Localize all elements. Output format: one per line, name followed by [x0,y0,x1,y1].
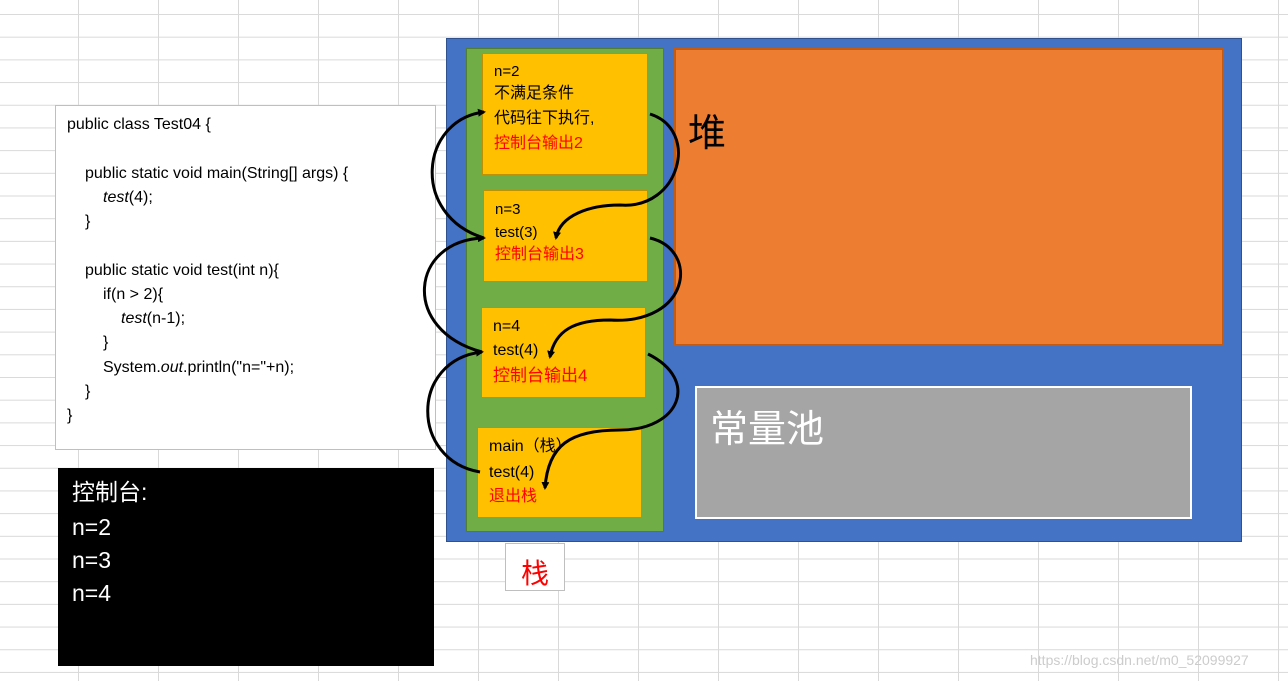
call-arrow [426,348,484,474]
constant-pool-area [695,386,1192,519]
stack-label-box: 栈 [505,543,565,591]
stack-frame-n3: n=3 test(3) 控制台输出3 [483,190,648,282]
call-arrow [430,108,486,240]
heap-area [674,48,1224,346]
code-method-name: test [103,189,129,206]
frame-call: test(4) [493,342,539,359]
frame-var: main（栈） [489,438,572,455]
code-line: public static void main(String[] args) { [85,165,349,182]
return-arrow [547,236,683,359]
frame-call: test(4) [489,464,535,481]
code-line: test(n-1); [121,309,185,329]
console-panel: 控制台: n=2 n=3 n=4 [58,468,434,666]
code-line: } [67,407,73,424]
constant-pool-label: 常量池 [710,409,825,451]
frame-var: n=3 [495,201,521,218]
code-line: } [103,334,109,351]
call-arrow [423,234,486,354]
frame-var: n=2 [494,63,520,80]
stack-frame-main: main（栈） test(4) 退出栈 [477,427,642,518]
code-fragment: (4); [128,189,153,206]
code-line: } [85,213,91,230]
code-line: if(n > 2){ [103,286,164,303]
code-field-name: out [160,359,184,376]
return-arrow [553,112,680,240]
console-output-line: n=2 [72,514,112,540]
code-method-name: test [121,310,147,327]
frame-output: 控制台输出2 [494,135,583,152]
stack-frame-n2: n=2 不满足条件 代码往下执行, 控制台输出2 [482,53,648,175]
heap-label: 堆 [688,113,727,155]
console-output-line: n=3 [72,547,112,573]
console-title: 控制台: [72,479,148,505]
code-line: public class Test04 { [67,116,211,133]
console-output-line: n=4 [72,580,112,606]
frame-output: 控制台输出4 [493,366,588,385]
code-line: test(4); [103,188,153,208]
watermark-text: https://blog.csdn.net/m0_52099927 [1030,652,1249,668]
code-line: System.out.println("n="+n); [103,358,294,378]
code-line: } [85,383,91,400]
frame-note: 代码往下执行, [494,110,595,127]
frame-var: n=4 [493,318,521,335]
frame-note: 不满足条件 [494,85,575,102]
code-fragment: (n-1); [146,310,186,327]
code-fragment: .println("n="+n); [183,359,295,376]
stack-label: 栈 [520,558,549,589]
return-arrow [541,352,680,490]
frame-call: test(3) [495,224,538,241]
stack-frame-n4: n=4 test(4) 控制台输出4 [481,307,646,398]
code-line: public static void test(int n){ [85,262,279,279]
code-fragment: System. [103,359,161,376]
frame-output: 退出栈 [489,488,538,505]
frame-output: 控制台输出3 [495,246,584,263]
code-panel: public class Test04 { public static void… [55,105,436,450]
